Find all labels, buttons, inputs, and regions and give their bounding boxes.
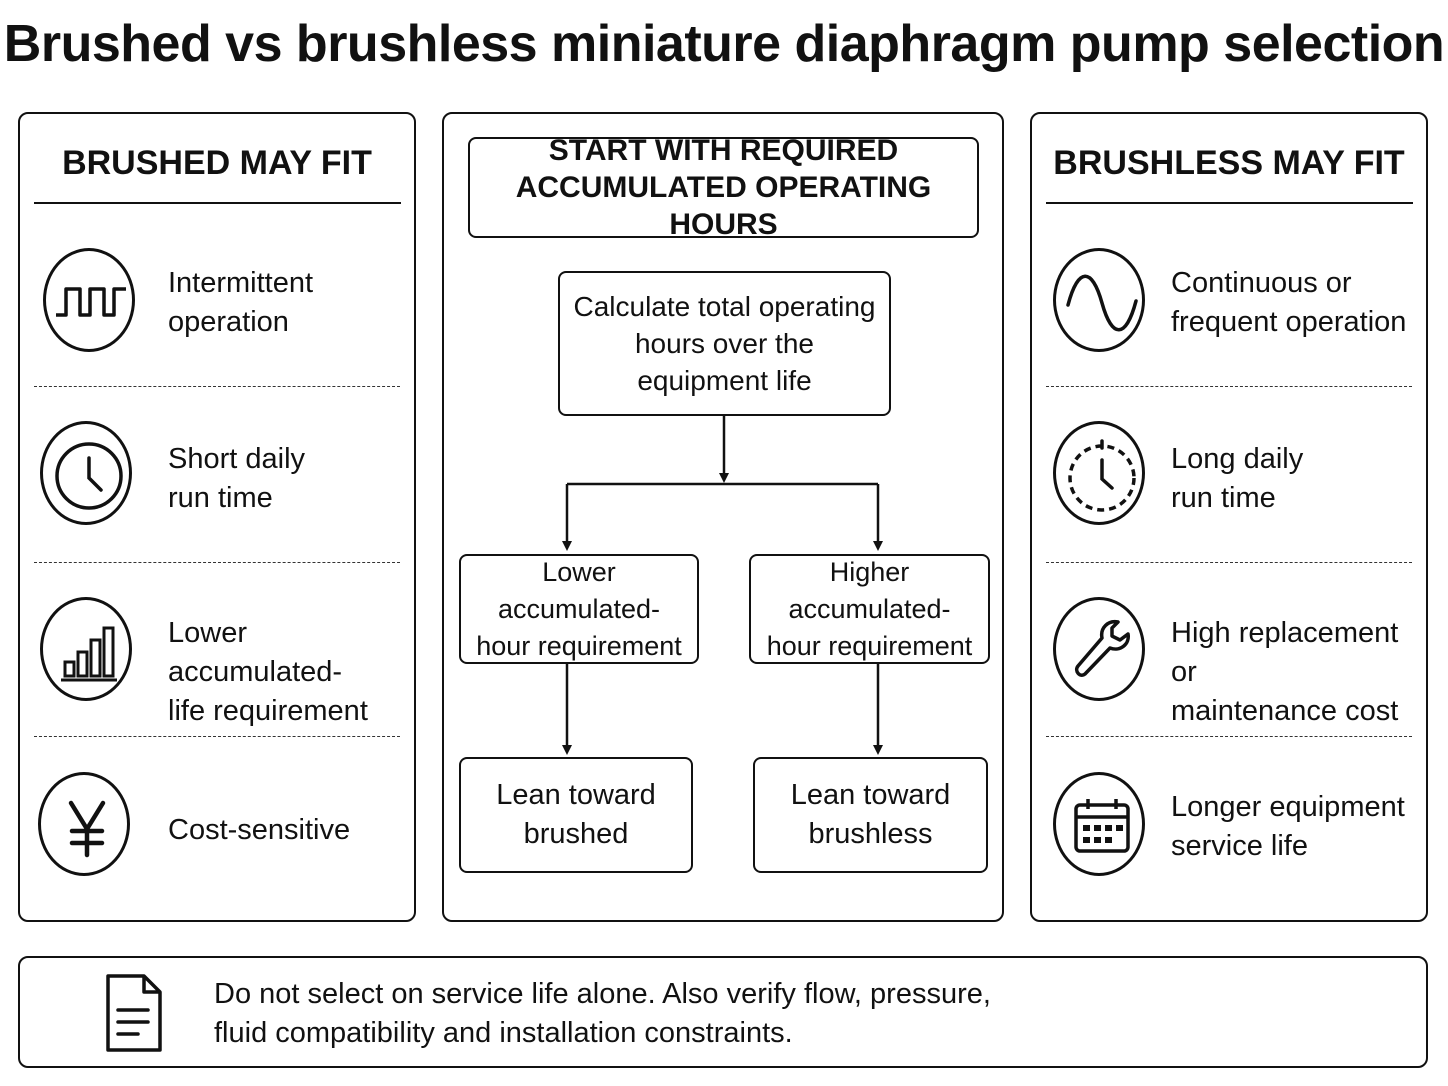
lean-brushed-box: Lean toward brushed: [459, 757, 693, 873]
clock-icon: [40, 421, 132, 525]
divider: [34, 562, 400, 563]
lean-brushless-box: Lean toward brushless: [753, 757, 988, 873]
divider: [1046, 386, 1412, 387]
brushless-item-text: Continuous or frequent operation: [1171, 267, 1407, 338]
brushless-item-text: High replacement or maintenance cost: [1171, 617, 1399, 727]
note-text: Do not select on service life alone. Als…: [214, 978, 991, 1049]
flowchart-panel: [442, 112, 1004, 922]
square-wave-icon: [43, 248, 135, 352]
divider: [1046, 736, 1412, 737]
lower-requirement-box: Lower accumulated- hour requirement: [459, 554, 699, 664]
brushless-panel: BRUSHLESS MAY FIT Continuous or frequent…: [1030, 112, 1428, 922]
brushed-item-text: Intermittent operation: [168, 267, 314, 338]
higher-requirement-box: Higher accumulated- hour requirement: [749, 554, 990, 664]
brushed-item-text: Cost-sensitive: [168, 814, 351, 846]
divider: [34, 736, 400, 737]
stopwatch-icon: [1053, 421, 1145, 525]
brushed-heading: BRUSHED MAY FIT: [62, 144, 372, 182]
yen-icon: [38, 772, 130, 876]
calculate-box: Calculate total operating hours over the…: [558, 271, 891, 416]
bar-chart-icon: [40, 597, 132, 701]
document-icon: [106, 974, 162, 1052]
brushed-item-text: Lower accumulated- life requirement: [168, 617, 368, 727]
divider: [34, 386, 400, 387]
brushless-heading-rule: [1046, 202, 1413, 204]
note-box: [18, 956, 1428, 1068]
brushless-heading: BRUSHLESS MAY FIT: [1053, 144, 1405, 182]
brushless-item-text: Long daily run time: [1171, 443, 1304, 514]
sine-wave-icon: [1053, 248, 1145, 352]
brushed-heading-rule: [34, 202, 401, 204]
brushed-item-text: Short daily run time: [168, 443, 306, 514]
start-box: START WITH REQUIRED ACCUMULATED OPERATIN…: [468, 134, 979, 241]
page-title: Brushed vs brushless miniature diaphragm…: [3, 15, 1445, 73]
calendar-icon: [1053, 772, 1145, 876]
wrench-icon: [1053, 597, 1145, 701]
divider: [1046, 562, 1412, 563]
brushed-panel: BRUSHED MAY FIT Intermittent operation S…: [18, 112, 416, 922]
brushless-item-text: Longer equipment service life: [1171, 791, 1405, 862]
